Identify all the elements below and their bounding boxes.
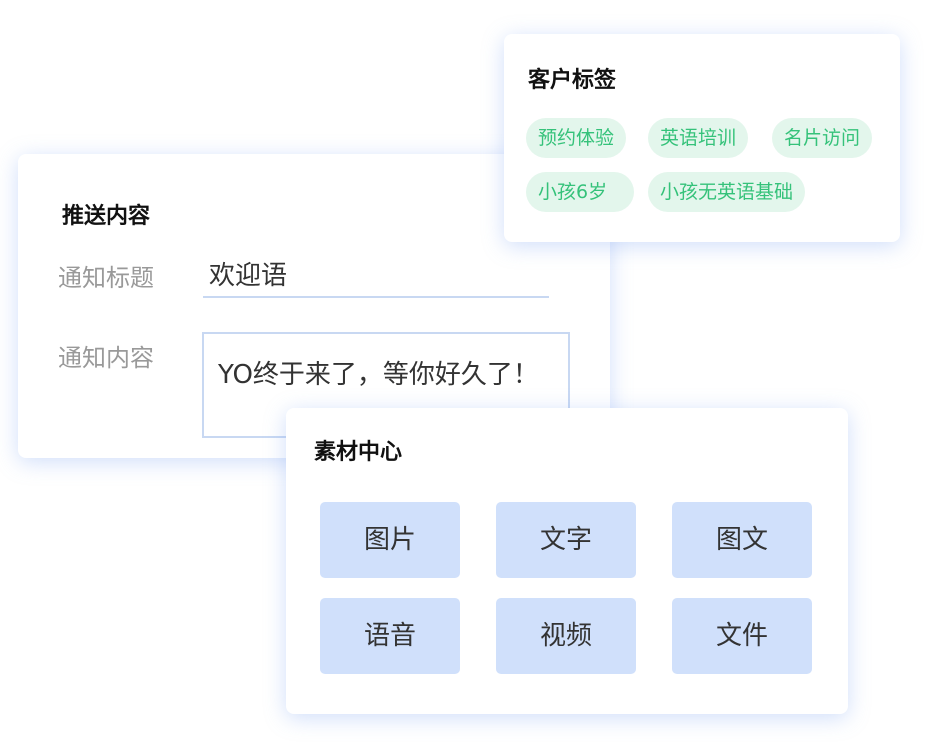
tag-item[interactable]: 小孩6岁 (526, 172, 634, 212)
tag-item[interactable]: 小孩无英语基础 (648, 172, 806, 212)
push-content-title: 推送内容 (62, 204, 151, 229)
material-image-text-button[interactable]: 图文 (672, 502, 812, 578)
customer-tags-title: 客户标签 (528, 68, 617, 93)
notification-title-label: 通知标题 (58, 264, 154, 292)
material-text-button[interactable]: 文字 (496, 502, 636, 578)
material-file-button[interactable]: 文件 (672, 598, 812, 674)
material-center-title: 素材中心 (314, 440, 403, 465)
notification-title-input[interactable]: 欢迎语 (203, 254, 549, 298)
material-video-button[interactable]: 视频 (496, 598, 636, 674)
notification-content-label: 通知内容 (58, 344, 154, 372)
material-voice-button[interactable]: 语音 (320, 598, 460, 674)
material-center-card: 素材中心 图片 文字 图文 语音 视频 文件 (286, 408, 848, 714)
tag-item[interactable]: 英语培训 (648, 118, 749, 158)
tag-item[interactable]: 名片访问 (772, 118, 873, 158)
tag-item[interactable]: 预约体验 (526, 118, 627, 158)
customer-tags-card: 客户标签 预约体验 英语培训 名片访问 小孩6岁 小孩无英语基础 (504, 34, 900, 242)
material-image-button[interactable]: 图片 (320, 502, 460, 578)
